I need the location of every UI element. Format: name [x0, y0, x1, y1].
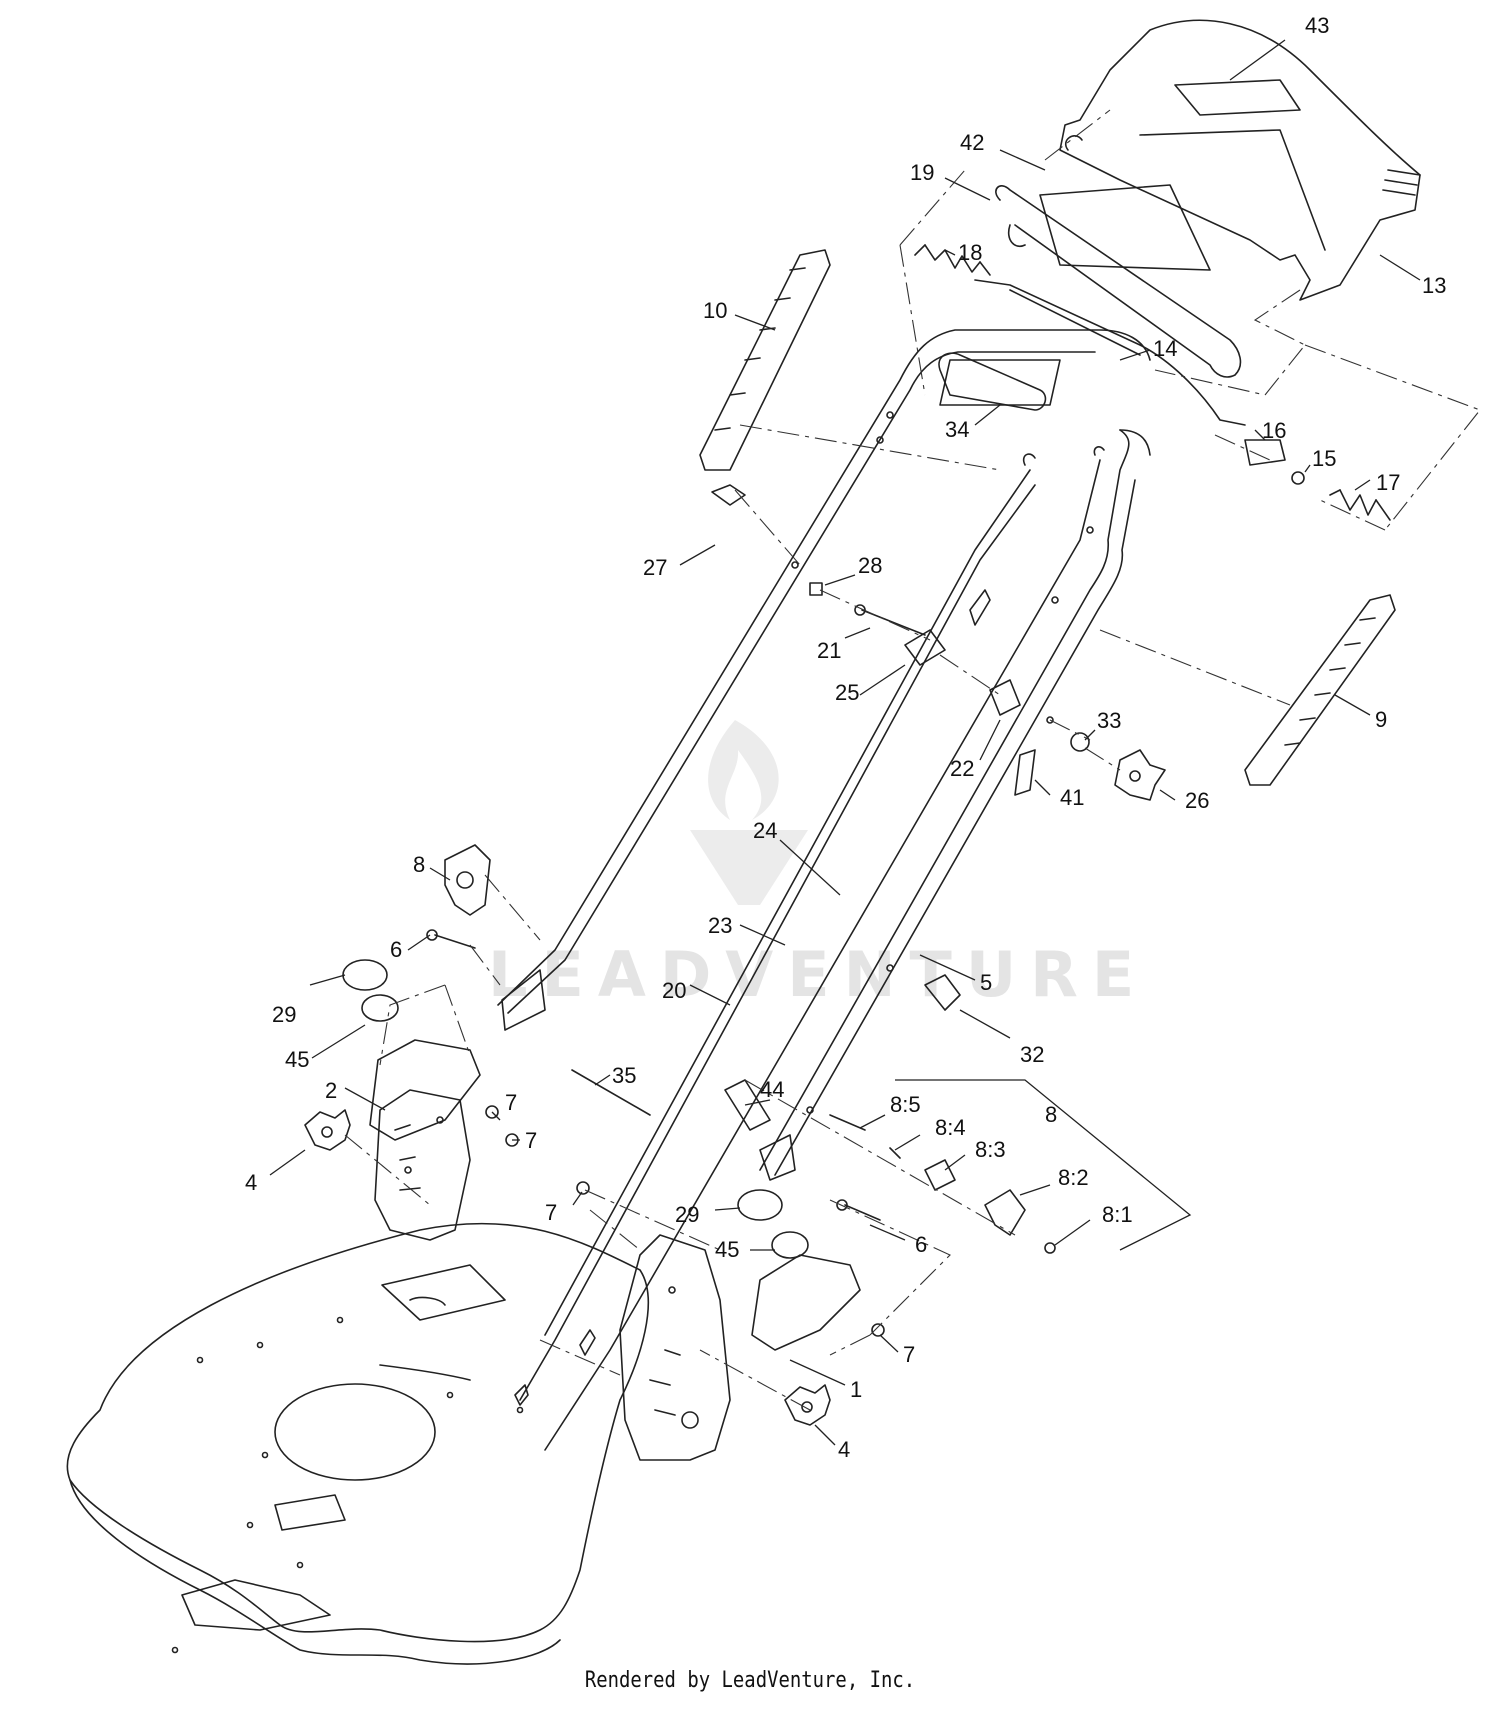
upper-handle [974, 19, 1421, 426]
callout-8-3: 8:3 [975, 1137, 1006, 1162]
callout-4-right: 4 [838, 1437, 850, 1462]
callout-6-right: 6 [915, 1232, 927, 1257]
watermark-v-icon [690, 830, 808, 905]
callout-16: 16 [1262, 418, 1286, 443]
callout-8-5: 8:5 [890, 1092, 921, 1117]
callout-25: 25 [835, 680, 859, 705]
callout-14: 14 [1153, 336, 1177, 361]
callout-8-1: 8:1 [1102, 1202, 1133, 1227]
leader-lines [269, 39, 1421, 1446]
left-rear-bracket [374, 1089, 471, 1241]
callout-7-b: 7 [525, 1128, 537, 1153]
right-rear-bracket [619, 1234, 731, 1461]
callout-32: 32 [1020, 1042, 1044, 1067]
callout-18: 18 [958, 240, 982, 265]
watermark: LEADVENTURE [488, 720, 1148, 1011]
callout-21: 21 [817, 638, 841, 663]
callout-29-right: 29 [675, 1202, 699, 1227]
callout-44: 44 [760, 1077, 784, 1102]
callout-22: 22 [950, 756, 974, 781]
callout-7-d: 7 [903, 1342, 915, 1367]
assembly-lines [344, 109, 1481, 1411]
mower-deck [66, 1222, 650, 1665]
callout-34: 34 [945, 417, 969, 442]
callout-8-left: 8 [413, 852, 425, 877]
left-handle-cover-10 [699, 249, 831, 471]
callout-4-left: 4 [245, 1170, 257, 1195]
callout-28: 28 [858, 553, 882, 578]
callout-2: 2 [325, 1078, 337, 1103]
callout-9: 9 [1375, 707, 1387, 732]
callout-5: 5 [980, 970, 992, 995]
footer-credit: Rendered by LeadVenture, Inc. [584, 1668, 916, 1693]
callout-24: 24 [753, 818, 777, 843]
callout-19: 19 [910, 160, 934, 185]
callout-8-4: 8:4 [935, 1115, 966, 1140]
callout-45-left: 45 [285, 1047, 309, 1072]
callout-10: 10 [703, 298, 727, 323]
callout-17: 17 [1376, 470, 1400, 495]
handle-frame [497, 329, 1151, 1181]
control-cables [514, 446, 1105, 1451]
callout-13: 13 [1422, 273, 1446, 298]
watermark-text: LEADVENTURE [488, 938, 1148, 1011]
callout-8-group: 8 [1045, 1102, 1057, 1127]
callout-29-left: 29 [272, 1002, 296, 1027]
callout-1: 1 [850, 1377, 862, 1402]
callout-labels: 43 42 19 18 13 10 14 34 16 15 17 27 28 2… [245, 13, 1446, 1462]
small-parts [304, 352, 1391, 1426]
callout-20: 20 [662, 978, 686, 1003]
callout-7-a: 7 [505, 1090, 517, 1115]
callout-27: 27 [643, 555, 667, 580]
callout-45-right: 45 [715, 1237, 739, 1262]
callout-8-2: 8:2 [1058, 1165, 1089, 1190]
callout-43: 43 [1305, 13, 1329, 38]
callout-23: 23 [708, 913, 732, 938]
callout-26: 26 [1185, 788, 1209, 813]
right-handle-cover-9 [1244, 594, 1396, 786]
callout-42: 42 [960, 130, 984, 155]
callout-33: 33 [1097, 708, 1121, 733]
callout-41: 41 [1060, 785, 1084, 810]
callout-7-c: 7 [545, 1200, 557, 1225]
watermark-flame-icon [708, 720, 779, 820]
callout-6-left: 6 [390, 937, 402, 962]
spring-18 [914, 244, 991, 276]
callout-35: 35 [612, 1063, 636, 1088]
callout-15: 15 [1312, 446, 1336, 471]
